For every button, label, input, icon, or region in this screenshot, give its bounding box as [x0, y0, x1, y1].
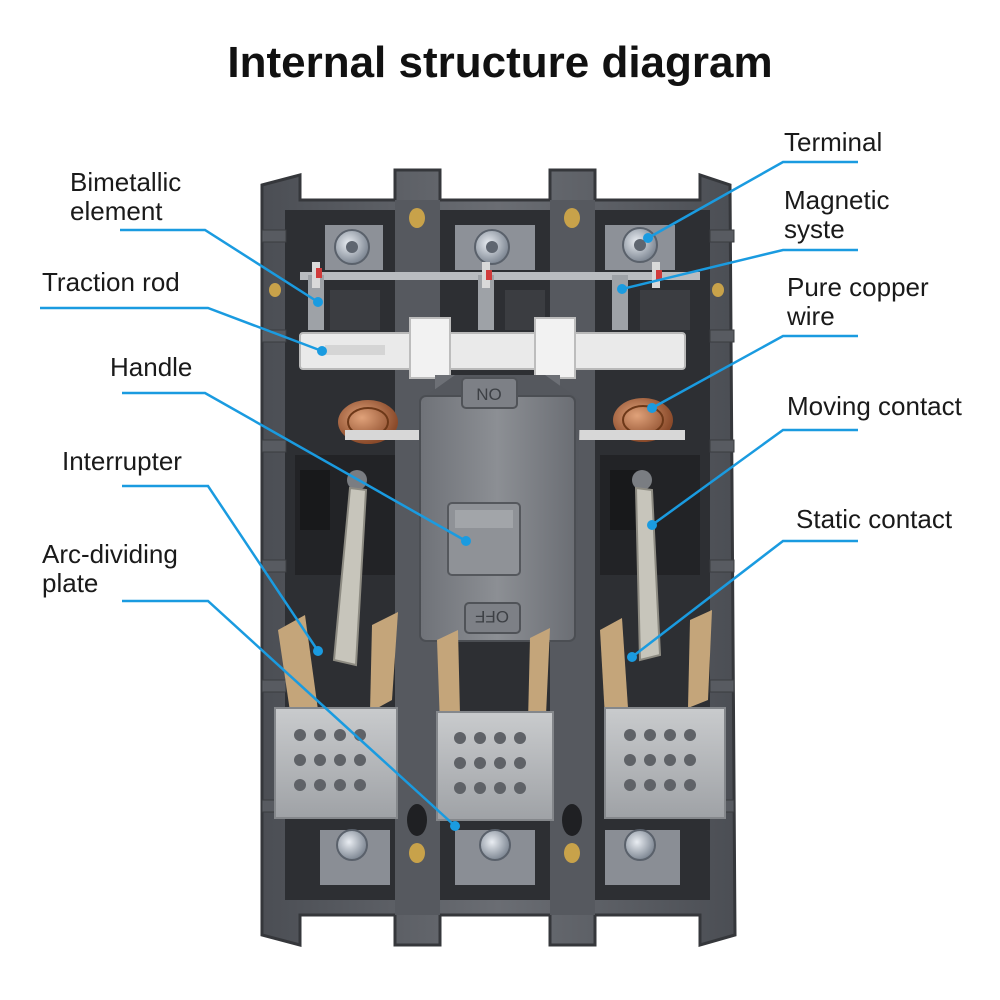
label-magnetic-system: Magnetic syste [784, 185, 890, 244]
leader-endpoints [313, 233, 657, 831]
label-traction-rod: Traction rod [42, 267, 180, 297]
terminal-bolts-top [325, 225, 675, 270]
terminal-bolts-bottom [320, 829, 680, 885]
leader-handle [122, 391, 467, 543]
page-title: Internal structure diagram [227, 38, 773, 87]
leader-terminal [647, 160, 858, 240]
leader-traction-rod [40, 306, 323, 353]
label-pure-copper-wire: Pure copper wire [787, 272, 929, 331]
label-bimetallic-element: Bimetallic element [70, 167, 182, 226]
leader-copper [651, 334, 858, 410]
leader-moving [651, 428, 858, 527]
label-moving-contact: Moving contact [787, 391, 962, 421]
leader-interrupter [122, 484, 320, 652]
traction-rod [299, 317, 686, 379]
chute-vent-holes [294, 729, 696, 794]
handle-assembly: NO OFF [419, 375, 580, 642]
label-interrupter: Interrupter [62, 446, 182, 476]
handle-off-mark: OFF [475, 607, 509, 626]
arc-chutes [274, 610, 726, 821]
leader-arc-plate [122, 599, 456, 827]
label-static-contact: Static contact [796, 504, 953, 534]
handle-on-mark: NO [476, 385, 502, 404]
label-handle: Handle [110, 352, 193, 382]
moving-contacts [332, 486, 662, 667]
leader-bimetallic [120, 228, 319, 304]
leader-static [631, 539, 858, 658]
leader-magnetic [621, 248, 858, 291]
label-terminal: Terminal [784, 127, 883, 157]
leader-lines [40, 160, 858, 827]
label-arc-dividing-plate: Arc-dividing plate [42, 539, 178, 598]
